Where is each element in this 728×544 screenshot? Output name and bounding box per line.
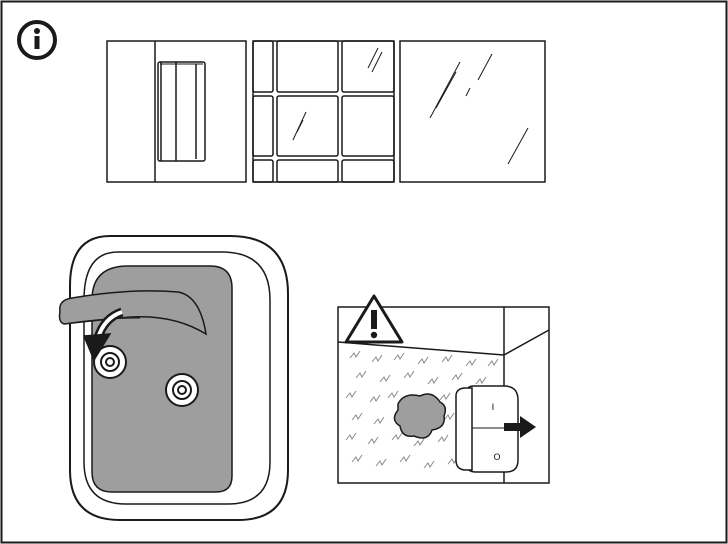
screw-hole-right: [165, 373, 199, 407]
rough-wall-warning: I O: [337, 294, 550, 484]
switch-back-with-adhesive: [58, 235, 289, 521]
curved-arrow-icon: [82, 307, 124, 362]
screw-hole-left: [93, 345, 127, 379]
door-frame-surface: [106, 40, 247, 183]
switch-on-mark: I: [492, 403, 495, 413]
adhesive-fragment: [393, 393, 447, 439]
glass-surface: [399, 40, 546, 183]
warning-triangle-icon: [344, 294, 404, 344]
switch-off-mark: O: [493, 453, 500, 463]
arrow-right-icon: [504, 416, 536, 438]
tiled-surface: [252, 40, 395, 183]
detached-switch: I O: [455, 385, 519, 473]
info-icon: [17, 20, 57, 60]
